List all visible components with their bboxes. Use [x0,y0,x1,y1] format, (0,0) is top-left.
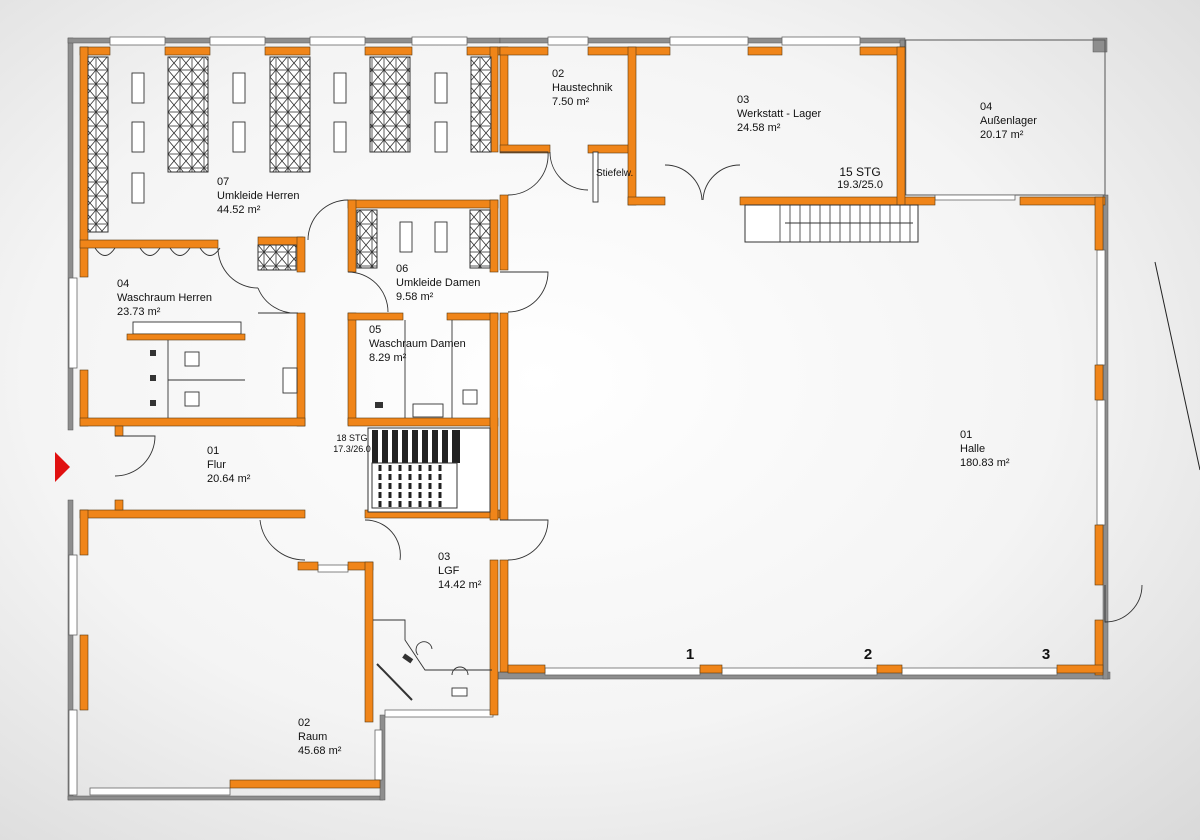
entrance-arrow-icon [55,452,70,482]
svg-text:7.50 m²: 7.50 m² [552,96,590,108]
doors [114,151,1143,623]
stairs-main [367,427,491,513]
svg-text:14.42 m²: 14.42 m² [438,579,482,591]
grid-axis-3: 3 [1042,646,1050,663]
svg-text:04: 04 [980,101,992,113]
svg-text:Werkstatt - Lager: Werkstatt - Lager [737,108,821,120]
svg-text:Haustechnik: Haustechnik [552,82,613,94]
svg-text:05: 05 [369,324,381,336]
site-boundary-line [1154,261,1200,471]
sanitary-fixtures [94,247,478,418]
svg-text:Flur: Flur [207,459,226,471]
grid-axis-1: 1 [686,646,694,663]
svg-text:02: 02 [552,68,564,80]
svg-text:8.29 m²: 8.29 m² [369,352,407,364]
stair-main-steps: 18 STG [336,433,367,443]
stair-main-ratio: 17.3/26.0 [333,444,371,454]
svg-text:44.52 m²: 44.52 m² [217,204,261,216]
svg-text:LGF: LGF [438,565,460,577]
svg-text:02: 02 [298,717,310,729]
svg-text:07: 07 [217,176,229,188]
svg-text:Außenlager: Außenlager [980,115,1037,127]
svg-text:03: 03 [438,551,450,563]
svg-text:Halle: Halle [960,443,985,455]
svg-text:Raum: Raum [298,731,327,743]
svg-text:Umkleide Herren: Umkleide Herren [217,190,300,202]
grid-axis-labels: 1 2 3 [686,646,1050,663]
stairs-werkstatt [744,204,919,243]
svg-text:01: 01 [207,445,219,457]
lgf-desk [373,619,492,701]
interior-walls [79,46,1106,789]
svg-text:20.64 m²: 20.64 m² [207,473,251,485]
stiefelwaesche-label: Stiefelw. [596,168,633,179]
windows [68,36,1106,796]
svg-text:9.58 m²: 9.58 m² [396,291,434,303]
svg-text:Waschraum Herren: Waschraum Herren [117,292,212,304]
svg-text:03: 03 [737,94,749,106]
stair-werkstatt-steps: 15 STG [839,165,880,179]
svg-text:06: 06 [396,263,408,275]
svg-text:45.68 m²: 45.68 m² [298,745,342,757]
svg-text:23.73 m²: 23.73 m² [117,306,161,318]
svg-text:01: 01 [960,429,972,441]
svg-text:Umkleide Damen: Umkleide Damen [396,277,480,289]
grid-axis-2: 2 [864,646,872,663]
svg-text:04: 04 [117,278,129,290]
lockers [87,56,492,271]
svg-text:180.83 m²: 180.83 m² [960,457,1010,469]
svg-text:24.58 m²: 24.58 m² [737,122,781,134]
svg-text:20.17 m²: 20.17 m² [980,129,1024,141]
stair-werkstatt-ratio: 19.3/25.0 [837,179,883,191]
svg-text:Waschraum Damen: Waschraum Damen [369,338,466,350]
benches [131,72,448,253]
